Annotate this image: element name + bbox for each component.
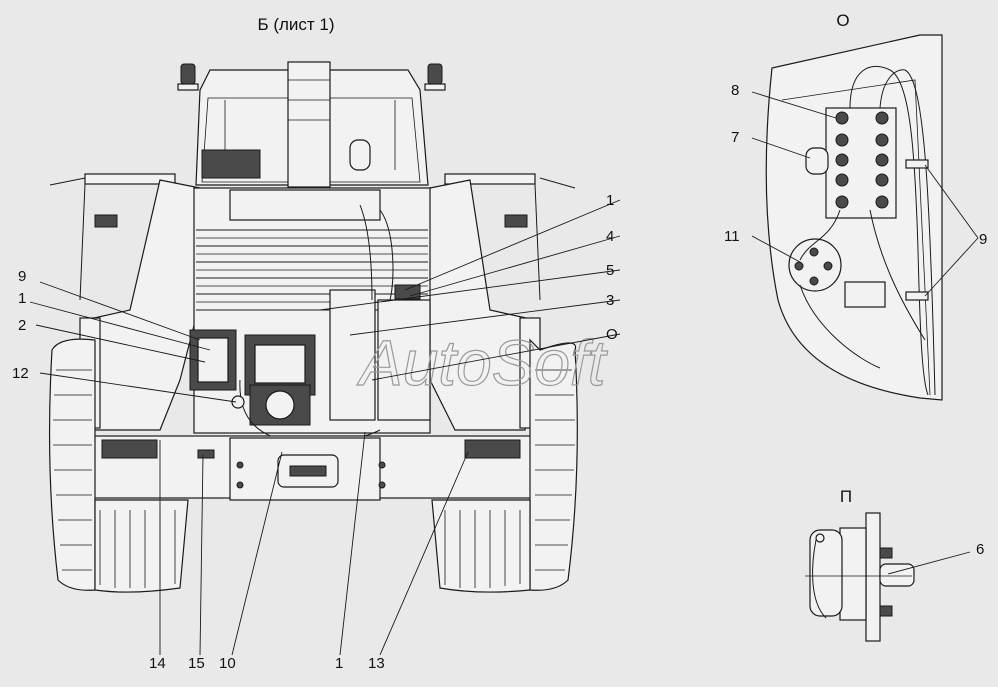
callout-9: 9 — [18, 268, 26, 285]
beacon-lamps — [177, 63, 446, 91]
detail-callout-11: 11 — [724, 228, 740, 245]
main-view-drawing: Б (лист 1) — [12, 15, 621, 672]
callout-13: 13 — [368, 655, 385, 672]
detail-callout-7: 7 — [731, 129, 739, 146]
main-callouts: 9 1 2 12 1 4 5 3 О 14 15 10 1 13 — [12, 192, 618, 672]
detail-p-drawing: П 6 — [805, 487, 984, 642]
detail-o-drawing: О — [724, 11, 987, 401]
callout-10: 10 — [219, 655, 236, 672]
side-rails — [49, 173, 576, 301]
callout-15: 15 — [188, 655, 205, 672]
callout-1-bottom: 1 — [335, 655, 343, 672]
callout-12: 12 — [12, 365, 29, 382]
connector-socket — [788, 238, 842, 292]
callout-1-right: 1 — [606, 192, 614, 209]
detail-callout-6: 6 — [976, 541, 984, 558]
callout-5: 5 — [606, 262, 614, 279]
callout-1-left: 1 — [18, 290, 26, 307]
engine-equipment — [189, 204, 431, 443]
watermark-text: AutoSoft — [356, 327, 608, 399]
main-view-title: Б (лист 1) — [257, 15, 334, 34]
detail-p-title: П — [840, 487, 852, 506]
callout-O: О — [606, 326, 618, 343]
callout-14: 14 — [149, 655, 166, 672]
cab — [195, 61, 429, 188]
detail-callout-9: 9 — [979, 231, 987, 248]
rear-tires — [48, 338, 578, 593]
counterweight — [91, 435, 533, 501]
leader-lines — [29, 199, 621, 656]
callout-2: 2 — [18, 317, 26, 334]
callout-3: 3 — [606, 292, 614, 309]
detail-o-title: О — [836, 11, 849, 30]
callout-4: 4 — [606, 228, 614, 245]
terminal-block — [805, 111, 889, 209]
detail-callout-8: 8 — [731, 82, 739, 99]
